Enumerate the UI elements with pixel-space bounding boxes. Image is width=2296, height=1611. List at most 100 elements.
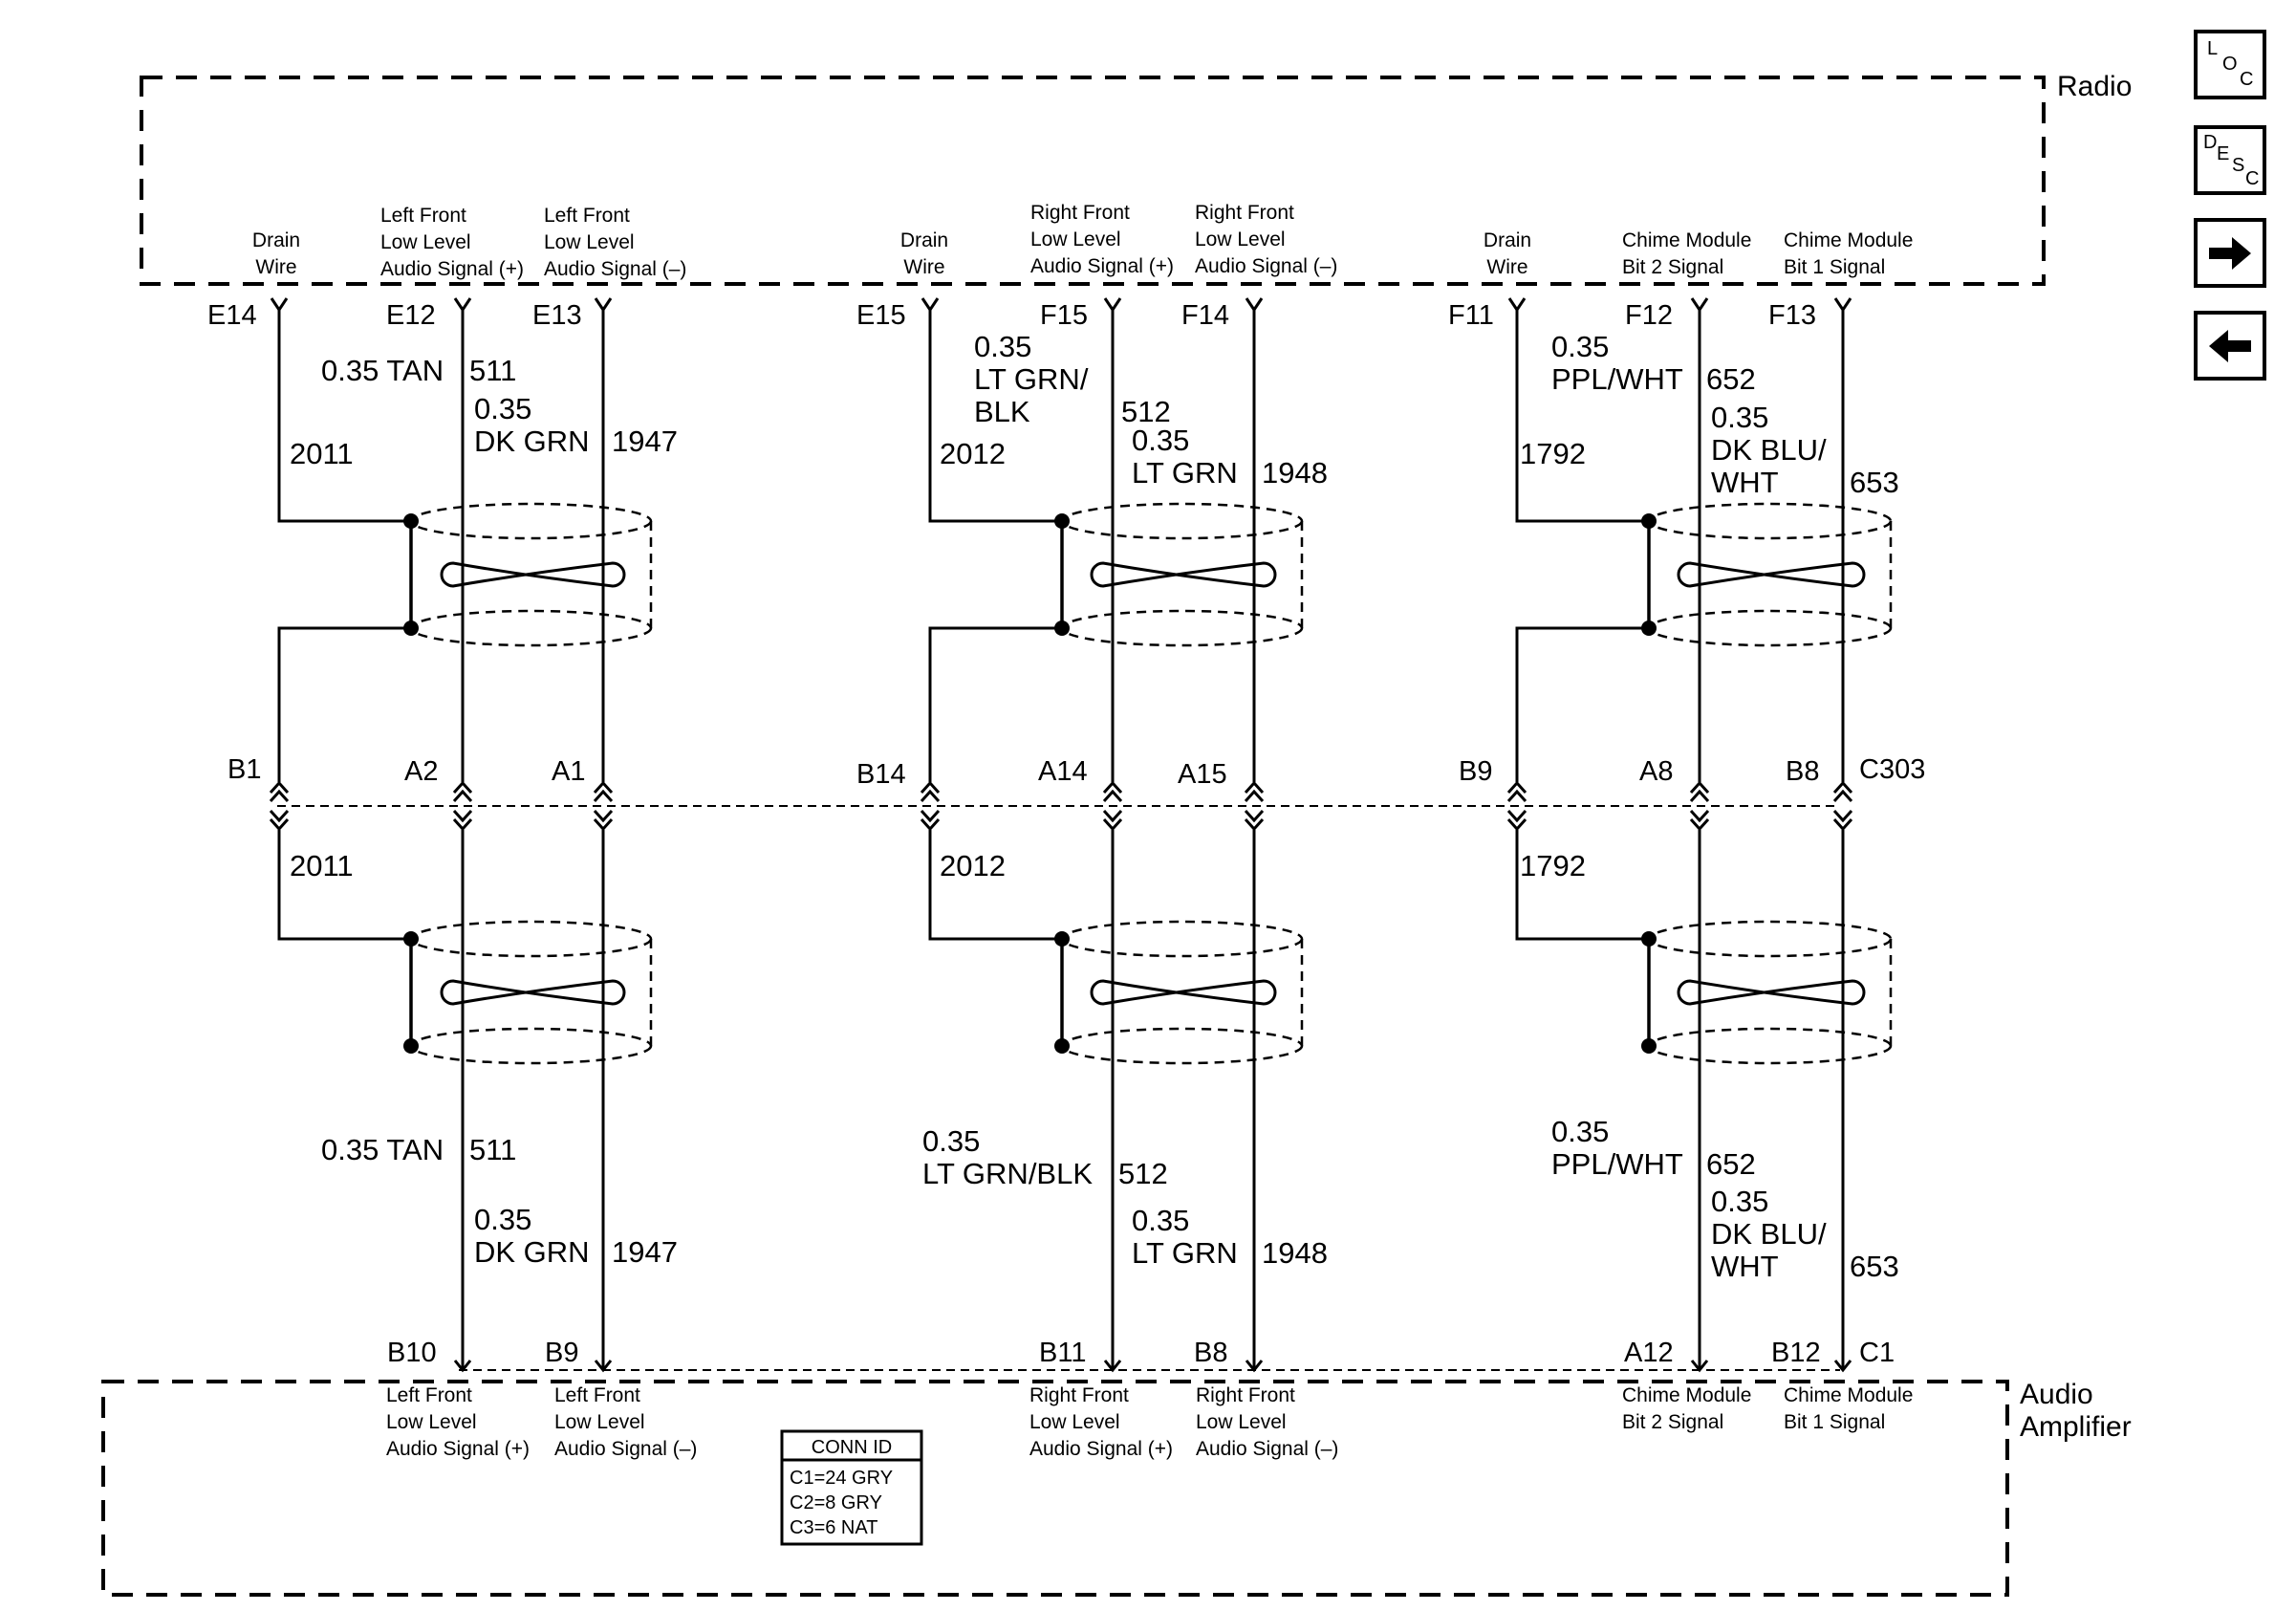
- amplifier-label-lf_pos: Left Front: [386, 1384, 472, 1406]
- c303-pin: B1: [227, 754, 261, 785]
- circuit-number-label: 511: [469, 1133, 516, 1166]
- wire-label-lower: PPL/WHT: [1551, 1147, 1683, 1181]
- group-3-drain-inline-top: [1506, 780, 1527, 795]
- group-2-wire-a-terminal: [1103, 297, 1122, 313]
- group-1-wire-b-inline-bottom: [593, 817, 614, 832]
- group-3-wire-b-inline-bottom: [1832, 817, 1853, 832]
- wire-label-upper: 0.35 TAN: [321, 354, 444, 387]
- desc-letter-d: D: [2203, 132, 2218, 153]
- group-1-drain-inline-bottom: [269, 817, 290, 832]
- radio-label-rf_neg: Audio Signal (–): [1195, 255, 1337, 277]
- desc-button[interactable]: D E S C: [2194, 125, 2266, 195]
- wire-label-upper: WHT: [1711, 466, 1779, 499]
- group-1-wire-b-amp-terminal: [594, 1360, 613, 1373]
- group-3-wire-b-inline-top: [1832, 780, 1853, 795]
- group-1-drain-upper-b: [277, 626, 411, 782]
- desc-letter-e: E: [2217, 143, 2230, 164]
- wire-label-lower: 0.35 TAN: [321, 1133, 444, 1166]
- group-1-wire-a-amp-terminal: [453, 1360, 472, 1373]
- wire-label-upper: BLK: [974, 395, 1030, 428]
- circuit-number-label: 1948: [1262, 1236, 1328, 1270]
- amplifier-label-lf_neg: Left Front: [554, 1384, 640, 1406]
- loc-button[interactable]: L O C: [2194, 30, 2266, 99]
- group-3-shield-upper-bottom: [1647, 609, 1893, 647]
- desc-letter-c: C: [2245, 168, 2260, 189]
- circuit-number-label: 653: [1850, 1250, 1899, 1283]
- radio-label-drain_left: Wire: [255, 256, 296, 278]
- group-3-drain-lower: [1515, 830, 1649, 941]
- group-2-drain-inline-top: [920, 789, 941, 803]
- group-1-wire-a-inline-bottom: [452, 817, 473, 832]
- wire-label-lower: LT GRN/BLK: [922, 1157, 1093, 1190]
- group-2-shield-lower-bottom: [1060, 1027, 1304, 1065]
- group-3-shield-lower-top: [1647, 920, 1893, 958]
- wire-label-lower: DK BLU/: [1711, 1217, 1827, 1251]
- amplifier-label-rf_neg: Low Level: [1196, 1411, 1287, 1433]
- prev-page-button[interactable]: [2194, 311, 2266, 381]
- group-2-drain-inline-bottom: [920, 817, 941, 832]
- group-1-drain-terminal: [270, 297, 289, 313]
- amplifier-pin: B8: [1194, 1338, 1227, 1368]
- group-1-shield-lower-top: [409, 920, 653, 958]
- circuit-number-label: 512: [1121, 395, 1171, 428]
- c303-pin: B14: [856, 759, 906, 790]
- wire-label-lower: 0.35: [1132, 1204, 1189, 1237]
- wire-label-upper: LT GRN: [1132, 456, 1238, 490]
- radio-title: Radio: [2057, 71, 2132, 102]
- wire-label-upper: DK BLU/: [1711, 433, 1827, 467]
- group-1-wire-a-terminal: [453, 297, 472, 313]
- wire-label-lower: 1792: [1520, 849, 1586, 882]
- radio-label-rf_neg: Low Level: [1195, 229, 1286, 250]
- radio-label-lf_neg: Left Front: [544, 205, 630, 227]
- circuit-number-label: 512: [1118, 1157, 1168, 1190]
- group-3-shield-upper-top: [1647, 502, 1893, 540]
- amplifier-pin: B12: [1771, 1338, 1821, 1368]
- radio-label-lf_pos: Left Front: [380, 205, 466, 227]
- group-3-wire-a-terminal: [1690, 297, 1709, 313]
- wire-label-upper: 0.35: [1711, 401, 1768, 434]
- amplifier-label-rf_neg: Audio Signal (–): [1196, 1438, 1338, 1460]
- wire-label-upper: 0.35: [1132, 424, 1189, 457]
- amplifier-title-line-2: Amplifier: [2020, 1411, 2132, 1443]
- group-3-drain-inline-top: [1506, 789, 1527, 803]
- group-2-shield-lower-splice-bottom: [1054, 1038, 1070, 1054]
- radio-label-lf_neg: Audio Signal (–): [544, 258, 686, 280]
- amplifier-label-chime_b1: Bit 1 Signal: [1784, 1411, 1885, 1433]
- amplifier-label-chime_b2: Chime Module: [1622, 1384, 1751, 1406]
- circuit-number-label: 653: [1850, 466, 1899, 499]
- radio-label-chime_b2: Chime Module: [1622, 229, 1751, 251]
- radio-label-chime_b1: Chime Module: [1784, 229, 1913, 251]
- conn-id-row: C3=6 NAT: [790, 1517, 877, 1538]
- next-page-button[interactable]: [2194, 218, 2266, 288]
- group-1-shield-upper-twist: [440, 561, 626, 588]
- group-2-shield-upper-bottom: [1060, 609, 1304, 647]
- radio-pin: F12: [1625, 300, 1673, 331]
- c303-connector-name: C303: [1859, 754, 1925, 785]
- c303-pin: A15: [1178, 759, 1227, 790]
- group-2-wire-b-inline-top: [1244, 780, 1265, 795]
- wire-label-lower: WHT: [1711, 1250, 1779, 1283]
- conn-id-title: CONN ID: [812, 1437, 892, 1458]
- c303-pin: A1: [552, 756, 585, 787]
- amplifier-label-rf_pos: Right Front: [1029, 1384, 1129, 1406]
- amplifier-label-rf_pos: Low Level: [1029, 1411, 1120, 1433]
- radio-pin: E13: [532, 300, 582, 331]
- conn-id-table: [780, 1429, 923, 1546]
- group-1-wire-a-inline-bottom: [452, 809, 473, 823]
- amplifier-pin: B11: [1039, 1338, 1086, 1368]
- group-3-wire-b-amp-terminal: [1833, 1360, 1852, 1373]
- c303-pin: B8: [1786, 756, 1819, 787]
- arrow-right-icon: [2198, 222, 2263, 284]
- circuit-number-label: 511: [469, 354, 516, 387]
- group-2-drain-inline-top: [920, 780, 941, 795]
- group-3-drain-upper-b: [1515, 626, 1649, 782]
- wire-label-lower: LT GRN: [1132, 1236, 1238, 1270]
- group-1-drain-lower: [277, 830, 411, 941]
- group-1-shield-lower-twist: [440, 979, 626, 1006]
- group-1-wire-a-inline-top: [452, 789, 473, 803]
- wire-label-upper: 2011: [290, 437, 354, 470]
- amplifier-pin: A12: [1624, 1338, 1674, 1368]
- group-1-shield-upper-bottom: [409, 609, 653, 647]
- group-2-shield-upper-twist: [1090, 561, 1277, 588]
- group-3-wire-b-inline-top: [1832, 789, 1853, 803]
